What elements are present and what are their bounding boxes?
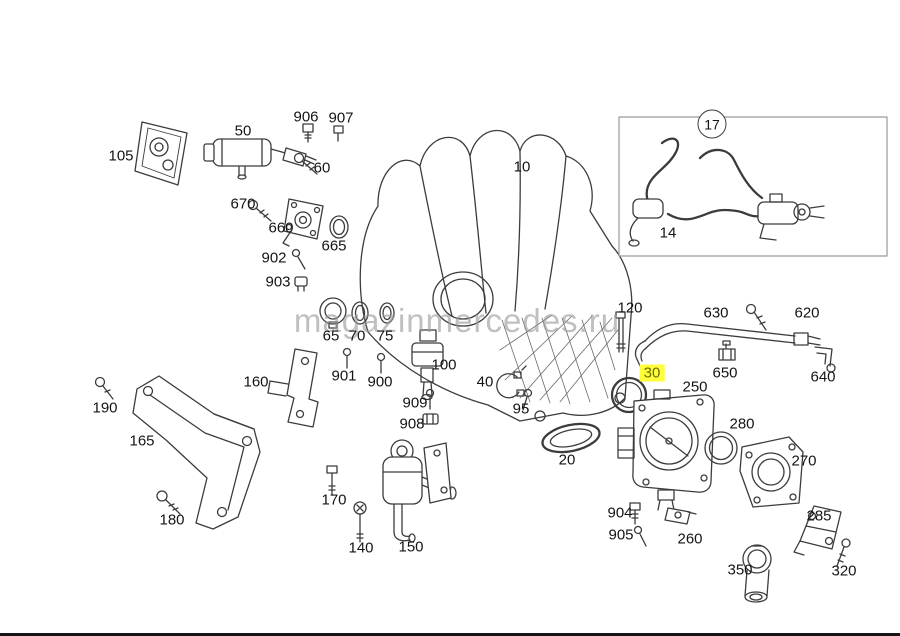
bolt-60-drawing <box>293 152 318 175</box>
part-label-285[interactable]: 285 <box>806 507 832 525</box>
part-label-10[interactable]: 10 <box>513 158 531 176</box>
bracket-285-drawing <box>793 505 842 556</box>
part-label-909[interactable]: 909 <box>402 394 428 412</box>
part-label-70[interactable]: 70 <box>348 327 366 345</box>
bolt-670-drawing <box>247 199 272 222</box>
part-label-640[interactable]: 640 <box>810 368 836 386</box>
part-label-905[interactable]: 905 <box>608 526 634 544</box>
part-label-20[interactable]: 20 <box>558 451 576 469</box>
throttle-body-drawing <box>617 389 715 511</box>
detail-box-17 <box>618 116 888 257</box>
part-label-620[interactable]: 620 <box>794 304 820 322</box>
vent-pipe-630-drawing <box>634 322 821 367</box>
duct-seal-20-drawing <box>541 422 601 454</box>
screw-905-drawing <box>633 525 647 547</box>
part-label-904[interactable]: 904 <box>607 504 633 522</box>
part-label-260[interactable]: 260 <box>677 530 703 548</box>
bracket-165-drawing <box>132 375 261 530</box>
part-label-906[interactable]: 906 <box>293 108 319 126</box>
part-label-150[interactable]: 150 <box>398 538 424 556</box>
part-label-350[interactable]: 350 <box>727 561 753 579</box>
bracket-270-drawing <box>739 436 804 508</box>
fuel-valve-drawing <box>203 138 317 180</box>
part-label-170[interactable]: 170 <box>321 491 347 509</box>
screw-320-drawing <box>836 538 851 567</box>
part-label-160[interactable]: 160 <box>243 373 269 391</box>
sensor-65-drawing <box>319 297 347 329</box>
o-ring-280-drawing <box>704 431 738 465</box>
bracket-160-drawing <box>267 348 319 428</box>
bolt-140-drawing <box>353 501 367 543</box>
screw-906-drawing <box>302 123 314 143</box>
part-label-665[interactable]: 665 <box>321 237 347 255</box>
screw-180-drawing <box>156 490 181 515</box>
valve-100-drawing <box>411 329 444 401</box>
screw-907-drawing <box>333 125 344 142</box>
part-label-670[interactable]: 670 <box>230 195 256 213</box>
o-ring-665-drawing <box>329 215 349 239</box>
stud-120-drawing <box>615 311 626 353</box>
part-label-320[interactable]: 320 <box>831 562 857 580</box>
part-label-180[interactable]: 180 <box>159 511 185 529</box>
sensor-660-drawing <box>282 198 324 247</box>
part-label-120[interactable]: 120 <box>617 299 643 317</box>
purge-valve-drawing <box>757 193 825 241</box>
part-label-140[interactable]: 140 <box>348 539 374 557</box>
screw-190-drawing <box>94 376 114 400</box>
part-label-903[interactable]: 903 <box>265 273 291 291</box>
manifold-flange-hatch <box>499 314 619 405</box>
part-label-30[interactable]: 30 <box>639 364 665 382</box>
clamp-650-drawing <box>718 340 736 361</box>
part-label-50[interactable]: 50 <box>234 122 252 140</box>
bolt-620-drawing <box>745 303 767 331</box>
part-label-100[interactable]: 100 <box>431 356 457 374</box>
part-label-630[interactable]: 630 <box>703 304 729 322</box>
part-label-165[interactable]: 165 <box>129 432 155 450</box>
cover-plate-drawing <box>134 121 188 186</box>
clamp-260-drawing <box>664 507 697 525</box>
clip-908-drawing <box>422 413 439 425</box>
part-label-190[interactable]: 190 <box>92 399 118 417</box>
screw-909-drawing <box>425 388 435 410</box>
part-label-280[interactable]: 280 <box>729 415 755 433</box>
part-label-14[interactable]: 14 <box>659 224 677 242</box>
part-label-270[interactable]: 270 <box>791 452 817 470</box>
support-350-drawing <box>742 544 772 603</box>
part-label-650[interactable]: 650 <box>712 364 738 382</box>
part-label-908[interactable]: 908 <box>399 415 425 433</box>
part-label-105[interactable]: 105 <box>108 147 134 165</box>
part-label-17[interactable]: 17 <box>697 109 727 139</box>
screw-902-drawing <box>291 248 306 270</box>
part-label-900[interactable]: 900 <box>367 373 393 391</box>
part-label-902[interactable]: 902 <box>261 249 287 267</box>
part-label-65[interactable]: 65 <box>322 327 340 345</box>
part-label-660[interactable]: 660 <box>268 219 294 237</box>
part-label-901[interactable]: 901 <box>331 367 357 385</box>
part-label-907[interactable]: 907 <box>328 109 354 127</box>
screw-900-drawing <box>376 352 386 374</box>
bottom-border <box>0 633 900 636</box>
fitting-640-drawing <box>814 346 836 373</box>
part-label-60[interactable]: 60 <box>313 159 331 177</box>
part-label-95[interactable]: 95 <box>512 400 530 418</box>
screw-170-drawing <box>326 465 338 496</box>
screw-901-drawing <box>342 347 352 369</box>
o-ring-30-drawing <box>610 376 648 414</box>
screw-95-drawing <box>522 388 533 411</box>
screw-904-drawing <box>629 502 641 525</box>
part-label-40[interactable]: 40 <box>476 373 494 391</box>
o-ring-70-drawing <box>351 301 369 325</box>
purge-pump-150-drawing <box>382 439 457 543</box>
part-label-75[interactable]: 75 <box>376 327 394 345</box>
part-label-250[interactable]: 250 <box>682 378 708 396</box>
clip-903-drawing <box>294 276 308 292</box>
o-ring-75-drawing <box>379 302 395 324</box>
